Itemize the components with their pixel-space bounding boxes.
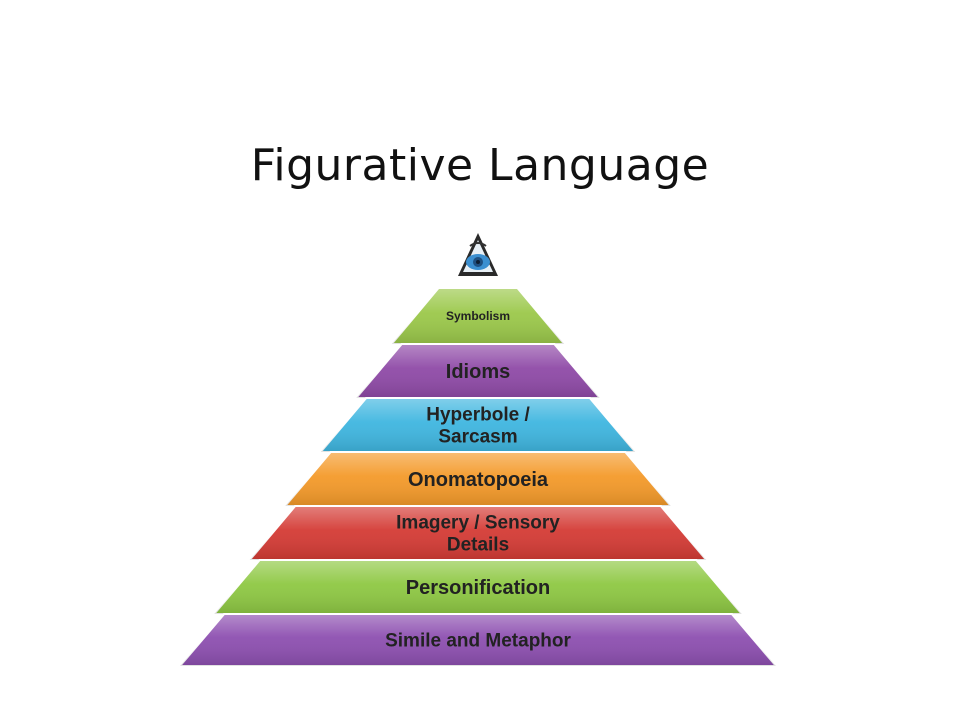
pyramid-tier: Personification <box>212 559 744 615</box>
pyramid-tier: Onomatopoeia <box>283 451 673 507</box>
pyramid-tier-label: Sarcasm <box>438 427 517 448</box>
pyramid-tier-label: Hyperbole / <box>426 405 530 426</box>
pyramid-tier-shine <box>214 560 742 614</box>
pyramid-tier-shine <box>356 344 600 398</box>
slide-title: Figurative Language <box>250 140 710 191</box>
pyramid-tier-label: Personification <box>406 577 550 599</box>
pyramid-tier-label: Simile and Metaphor <box>385 631 571 652</box>
pyramid-tier-shine <box>391 288 565 344</box>
pyramid-tier-shine <box>320 398 636 452</box>
pyramid-tier: Simile and Metaphor <box>177 613 779 667</box>
pyramid-tier-label: Details <box>447 535 509 556</box>
pyramid-tier-shine <box>249 506 707 560</box>
pyramid-tier-label: Symbolism <box>446 309 510 323</box>
pyramid-tier: Idioms <box>354 343 602 399</box>
eye-icon <box>458 233 498 276</box>
pyramid-tier-label: Onomatopoeia <box>408 469 549 491</box>
pyramid-tier-shine <box>180 614 776 666</box>
pyramid-tier: Symbolism <box>389 287 567 345</box>
pyramid-tier-label: Imagery / Sensory <box>396 513 560 534</box>
pyramid-tier: Hyperbole /Sarcasm <box>318 397 638 453</box>
pyramid-tier-label: Idioms <box>446 361 510 383</box>
pyramid-tier-shine <box>285 452 671 506</box>
